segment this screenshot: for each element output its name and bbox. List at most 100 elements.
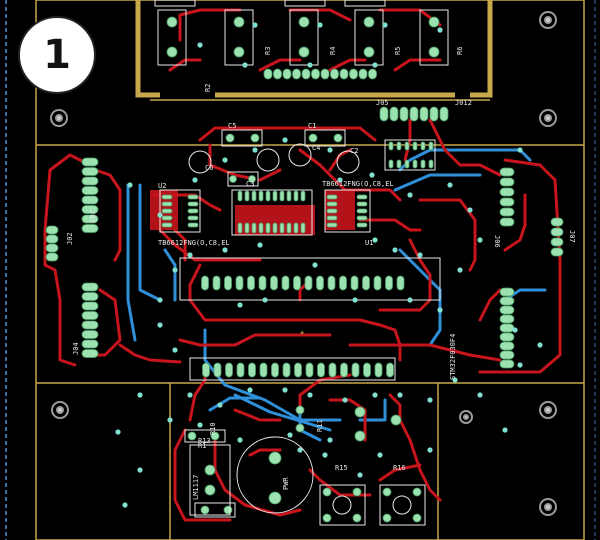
pad (233, 16, 245, 28)
pad (248, 362, 256, 378)
via (382, 22, 388, 28)
via (217, 402, 223, 408)
pad (339, 68, 349, 80)
pad (300, 190, 306, 202)
via (397, 392, 403, 398)
pad (356, 194, 368, 200)
pad (229, 175, 237, 183)
via (157, 297, 163, 303)
via (122, 502, 128, 508)
via (242, 62, 248, 68)
via (417, 252, 423, 258)
pad (356, 215, 368, 221)
via (457, 267, 463, 273)
label-r1: R1 (198, 442, 206, 450)
pad (265, 190, 271, 202)
via (537, 342, 543, 348)
via (262, 297, 268, 303)
pad (81, 176, 99, 186)
via (157, 322, 163, 328)
pad (224, 275, 232, 291)
via (372, 237, 378, 243)
via (327, 437, 333, 443)
pad (352, 487, 362, 497)
pad (45, 234, 59, 244)
label-r16: R16 (393, 464, 406, 472)
via (282, 387, 288, 393)
pad (354, 430, 366, 442)
capacitors (188, 129, 360, 187)
pad (396, 141, 402, 151)
label-right-driver-part: TB6612FNG(O,C8,EL (322, 180, 394, 188)
pad (293, 190, 299, 202)
pad (81, 292, 99, 301)
pad (204, 484, 216, 496)
pad (235, 275, 244, 291)
pad (311, 68, 320, 80)
label-j05: J05 (376, 99, 389, 107)
via (342, 397, 348, 403)
pad (251, 190, 257, 202)
via (252, 147, 258, 153)
chip-outlines (159, 139, 441, 381)
pad (236, 362, 245, 378)
via (372, 62, 378, 68)
pad (340, 362, 348, 378)
pad (187, 222, 199, 228)
pad (499, 332, 515, 342)
pad (293, 222, 299, 234)
vias (115, 22, 543, 508)
pad (81, 195, 99, 205)
via (187, 392, 193, 398)
top-copper-traces (43, 8, 562, 522)
pad (201, 275, 209, 291)
label-j012: J012 (455, 99, 472, 107)
pad (339, 275, 347, 291)
label-u1: U1 (365, 239, 373, 247)
via (357, 472, 363, 478)
via (312, 262, 318, 268)
pad (81, 311, 99, 320)
via (172, 267, 178, 273)
pad (81, 167, 99, 176)
via (222, 247, 228, 253)
pad (428, 141, 434, 151)
pad (396, 159, 402, 169)
pad (499, 296, 515, 306)
pad (225, 133, 235, 143)
pad (374, 362, 383, 378)
pad (385, 275, 393, 291)
via (192, 177, 198, 183)
via (407, 192, 413, 198)
pad (248, 175, 256, 183)
pad (363, 362, 371, 378)
label-c1: C1 (308, 122, 316, 130)
pad (428, 159, 434, 169)
pad (237, 222, 243, 234)
pad (81, 349, 99, 358)
label-r2: R2 (204, 84, 212, 92)
pad (322, 513, 332, 523)
pad (419, 106, 429, 122)
label-u2-part: TB6612FNG(O,C8,EL (158, 239, 230, 247)
pad (373, 275, 382, 291)
via (517, 362, 523, 368)
via (427, 447, 433, 453)
pad (81, 224, 99, 233)
pad (326, 201, 338, 207)
pad (409, 106, 419, 122)
pad (81, 320, 99, 330)
via (307, 392, 313, 398)
via (115, 429, 121, 435)
via (157, 212, 163, 218)
top-resistor-array (154, 0, 449, 66)
via (282, 137, 288, 143)
label-j04: J04 (72, 342, 80, 355)
pad (351, 362, 360, 378)
pad (81, 339, 99, 349)
pad (308, 133, 318, 143)
pad (304, 275, 313, 291)
via (307, 62, 313, 68)
pad (244, 222, 250, 234)
